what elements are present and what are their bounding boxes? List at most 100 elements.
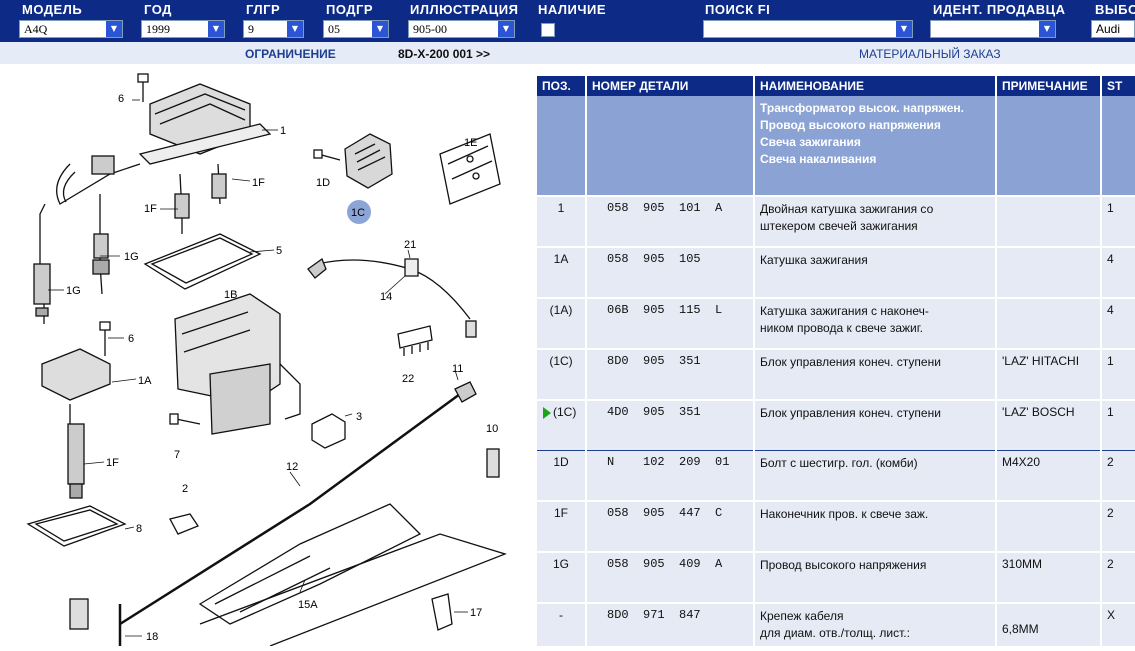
cell-st: X [1101,603,1135,646]
cell-note-text: 6,8MM [1002,622,1039,636]
column-header-st[interactable]: ST [1101,76,1135,96]
diagram-label[interactable]: 7 [174,449,180,461]
cell-st-text: 1 [1107,354,1114,368]
subgroup-label: ПОДГР [326,2,374,17]
cell-name-text: Крепеж кабеля для диам. отв./толщ. лист.… [760,609,910,640]
diagram-label[interactable]: 2 [182,483,188,495]
diagram-label[interactable]: 1G [124,251,139,263]
diagram-label[interactable]: 15A [298,599,318,611]
cell-st-text: 2 [1107,506,1114,520]
cell-pos: (1C) [537,399,587,451]
brand-select[interactable]: Audi [1091,20,1135,38]
year-label: ГОД [144,2,172,17]
cell-st-text: 4 [1107,303,1114,317]
cell-note: 'LAZ' HITACHI [996,349,1102,401]
cell-pos: (1A) [537,298,587,350]
diagram-label[interactable]: 8 [136,523,142,535]
cell-note [996,196,1102,248]
cell-name-text: Двойная катушка зажигания со штекером св… [760,202,934,233]
diagram-label[interactable]: 22 [402,373,414,385]
cell-note: 'LAZ' BOSCH [996,399,1102,451]
cell-pos: 1A [537,247,587,299]
diagram-label[interactable]: 1E [464,137,477,149]
cell-st: 2 [1101,552,1135,604]
column-header-pos[interactable]: ПОЗ. [537,76,587,96]
diagram-label[interactable]: 3 [356,411,362,423]
diagram-label[interactable]: 6 [118,93,124,105]
diagram-label[interactable]: 6 [128,333,134,345]
chevron-down-icon[interactable]: ▼ [498,21,514,37]
diagram-label[interactable]: 1F [106,457,119,469]
diagram-label[interactable]: 14 [380,291,392,303]
cell-pos: 1 [537,196,587,248]
selected-row-arrow-icon [543,406,551,419]
desc-cell-empty [1101,96,1135,197]
cell-pos-text: 1A [553,252,569,266]
model-select-value: A4Q [24,22,48,36]
cell-note-text: 310MM [1002,557,1043,571]
column-header-name[interactable]: НАИМЕНОВАНИЕ [754,76,997,96]
cell-name: Катушка зажигания с наконеч- ником прово… [754,298,997,350]
availability-label: НАЛИЧИЕ [538,2,607,17]
table-row[interactable]: 1 058 905 101 A Двойная катушка зажигания … [537,196,1135,248]
chevron-down-icon[interactable]: ▼ [1039,21,1055,37]
diagram-label[interactable]: 1B [224,289,237,301]
diagram-label[interactable]: 1F [252,177,265,189]
table-header-row: ПОЗ. НОМЕР ДЕТАЛИ НАИМЕНОВАНИЕ ПРИМЕЧАНИ… [537,76,1135,96]
chevron-down-icon[interactable]: ▼ [896,21,912,37]
cell-st-text: 1 [1107,201,1114,215]
cell-st: 1 [1101,196,1135,248]
chevron-down-icon[interactable]: ▼ [208,21,224,37]
cell-part: 058 905 409 A [586,552,755,604]
chevron-down-icon[interactable]: ▼ [372,21,388,37]
diagram-label[interactable]: 10 [486,423,498,435]
diagram-label[interactable]: 1G [66,285,81,297]
cell-pos-text: (1A) [549,303,573,317]
desc-cell-empty [996,96,1102,197]
diagram-label[interactable]: 12 [286,461,298,473]
illustration-select-value: 905-00 [413,22,447,36]
illustration-select[interactable]: 905-00 ▼ [408,20,515,38]
year-select[interactable]: 1999 ▼ [141,20,225,38]
range-link[interactable]: 8D-X-200 001 >> [398,47,491,61]
search-fi-select[interactable]: ▼ [703,20,913,38]
diagram-label[interactable]: 17 [470,607,482,619]
cell-part-text: 058 905 101 A [607,201,723,215]
availability-checkbox[interactable] [541,23,555,37]
brand-select-value: Audi [1096,22,1121,36]
column-header-note[interactable]: ПРИМЕЧАНИЕ [996,76,1102,96]
dealer-id-select[interactable]: ▼ [930,20,1056,38]
diagram-label[interactable]: 5 [276,245,282,257]
cell-st-text: 4 [1107,252,1114,266]
parts-diagram[interactable]: 6 1 1F 1F 1G 1G 1D 1C 1E 5 21 14 1B 6 1A… [0,64,528,647]
cell-part: 4D0 905 351 [586,399,755,451]
material-order-link[interactable]: МАТЕРИАЛЬНЫЙ ЗАКАЗ [859,47,1001,61]
subgroup-select[interactable]: 05 ▼ [323,20,389,38]
cell-note: 6,8MM [996,603,1102,646]
cell-name: Двойная катушка зажигания со штекером св… [754,196,997,248]
cell-name-text: Катушка зажигания с наконеч- ником прово… [760,304,929,335]
diagram-label[interactable]: 18 [146,631,158,643]
diagram-label[interactable]: 1C [351,207,365,219]
model-select[interactable]: A4Q ▼ [19,20,123,38]
cell-pos-text: (1C) [553,405,577,419]
diagram-label[interactable]: 1 [280,125,286,137]
diagram-label[interactable]: 1F [144,203,157,215]
main-group-select[interactable]: 9 ▼ [243,20,304,38]
diagram-label[interactable]: 1A [138,375,152,387]
column-header-part-number[interactable]: НОМЕР ДЕТАЛИ [586,76,755,96]
diagram-label[interactable]: 21 [404,239,416,251]
diagram-label[interactable]: 1D [316,177,330,189]
chevron-down-icon[interactable]: ▼ [106,21,122,37]
diagram-label[interactable]: 11 [452,363,463,375]
parts-diagram-svg: 6 1 1F 1F 1G 1G 1D 1C 1E 5 21 14 1B 6 1A… [26,73,507,647]
chevron-down-icon[interactable]: ▼ [287,21,303,37]
